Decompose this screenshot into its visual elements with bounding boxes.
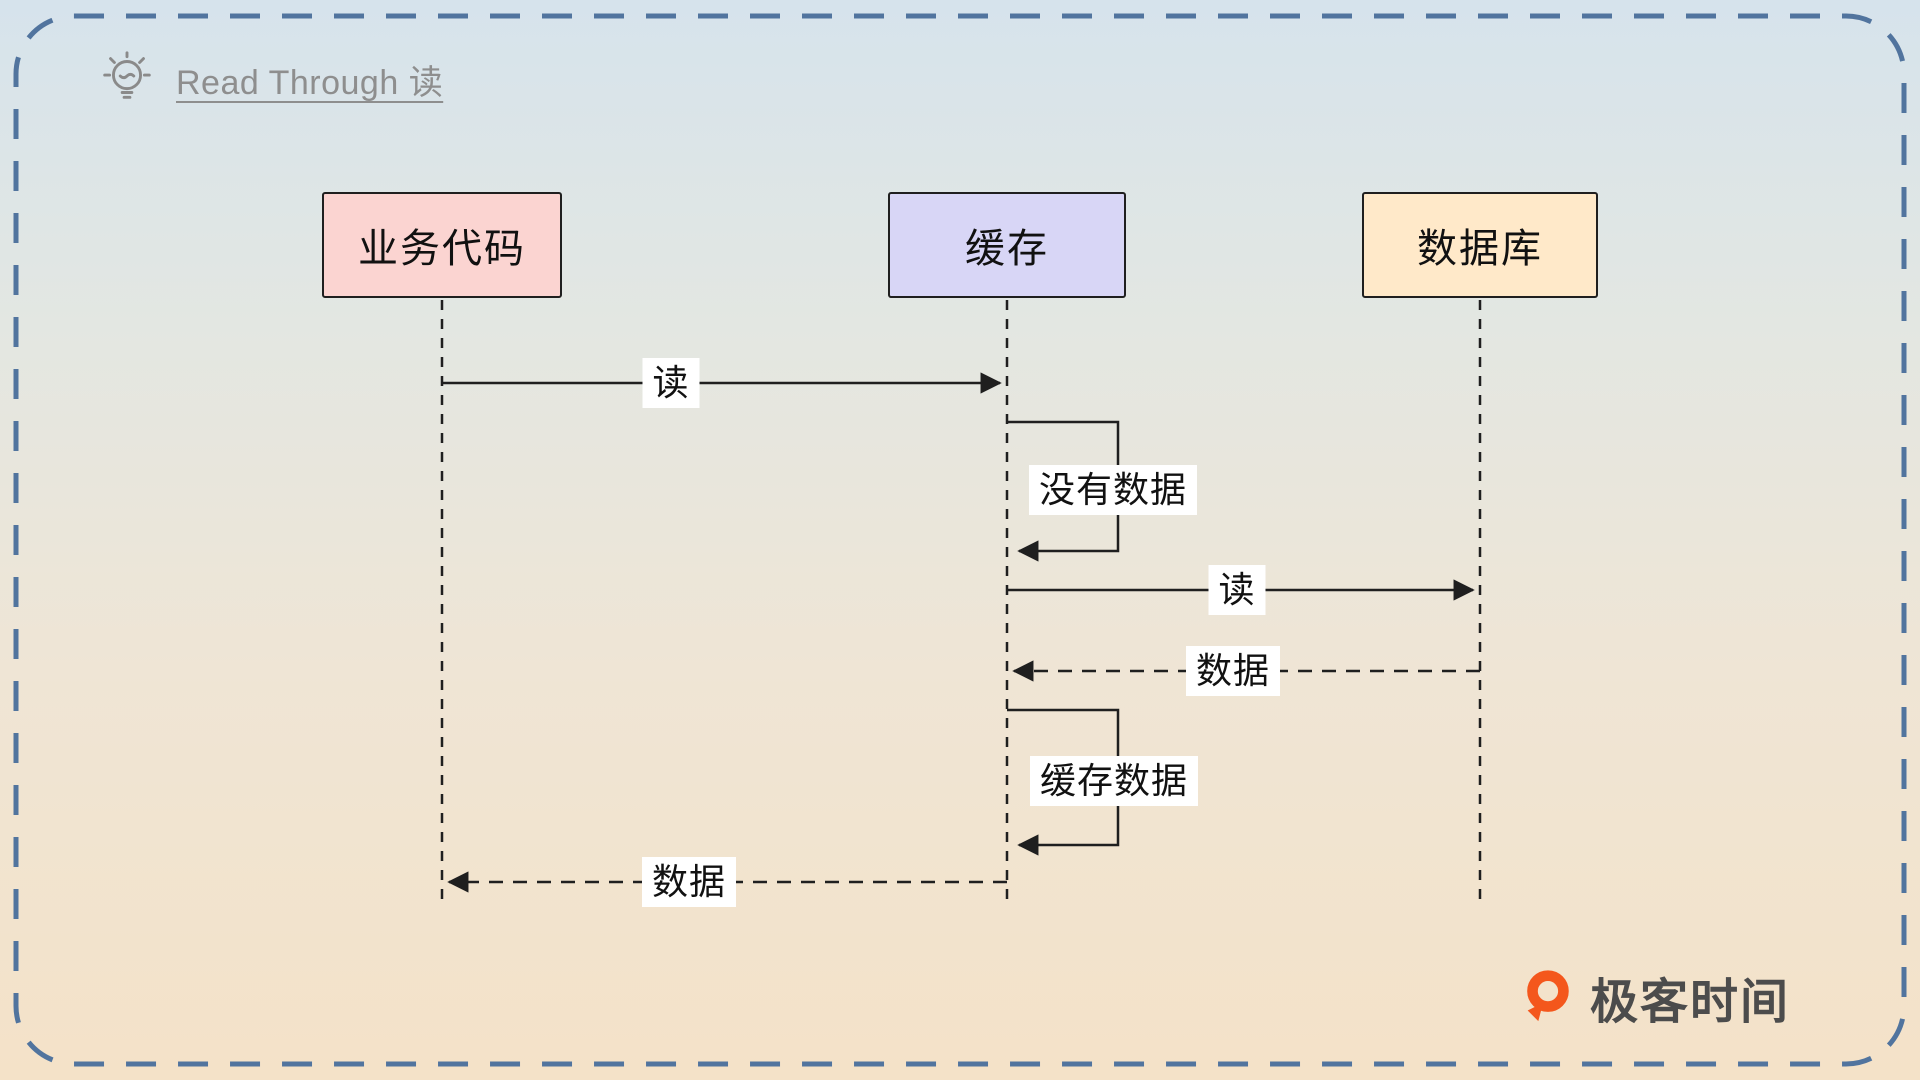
geektime-logo: 极客时间 xyxy=(1518,962,1790,1032)
lightbulb-icon xyxy=(96,46,158,113)
actor-database: 数据库 xyxy=(1362,192,1598,298)
canvas-border xyxy=(13,13,1907,1067)
geektime-logo-icon xyxy=(1518,966,1576,1029)
diagram-title: Read Through 读 xyxy=(96,46,443,113)
title-text: Read Through 读 xyxy=(176,64,444,102)
actor-label: 缓存 xyxy=(965,227,1049,271)
actor-business-code: 业务代码 xyxy=(322,192,562,298)
geektime-logo-text: 极客时间 xyxy=(1590,976,1791,1029)
message-label: 数据 xyxy=(641,857,737,907)
message-label: 数据 xyxy=(1185,646,1281,696)
message-label: 读 xyxy=(1208,565,1266,615)
actor-label: 业务代码 xyxy=(358,227,526,271)
message-label: 缓存数据 xyxy=(1029,756,1199,806)
message-label: 读 xyxy=(642,358,700,408)
actor-label: 数据库 xyxy=(1417,227,1543,271)
message-label: 没有数据 xyxy=(1028,465,1198,515)
actor-cache: 缓存 xyxy=(888,192,1126,298)
